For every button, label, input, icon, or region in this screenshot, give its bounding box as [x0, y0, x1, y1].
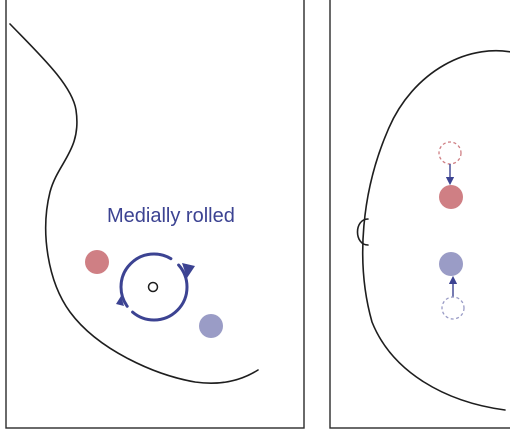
breast-side-outline [9, 23, 259, 385]
blue-marker-original-dashed [441, 296, 465, 320]
red-marker-left [85, 250, 109, 274]
rotation-ring [119, 252, 189, 322]
red-marker-right [439, 185, 463, 209]
right-panel [329, 0, 510, 429]
blue-marker-right [439, 252, 463, 276]
nipple-bump [356, 218, 369, 246]
rotation-arrowhead-bottom [116, 296, 124, 306]
left-panel: Medially rolled [5, 0, 305, 429]
left-panel-frame [5, 0, 305, 429]
clockwise-circular-arrow-icon [116, 252, 195, 322]
small-circle-icon [147, 281, 159, 293]
right-panel-frame [329, 0, 510, 429]
red-marker-original-dashed [438, 141, 462, 165]
breast-frontal-outline [362, 49, 510, 411]
medially-rolled-label: Medially rolled [107, 205, 235, 227]
rotation-arrowhead-top [182, 263, 195, 278]
blue-marker-left [199, 314, 223, 338]
